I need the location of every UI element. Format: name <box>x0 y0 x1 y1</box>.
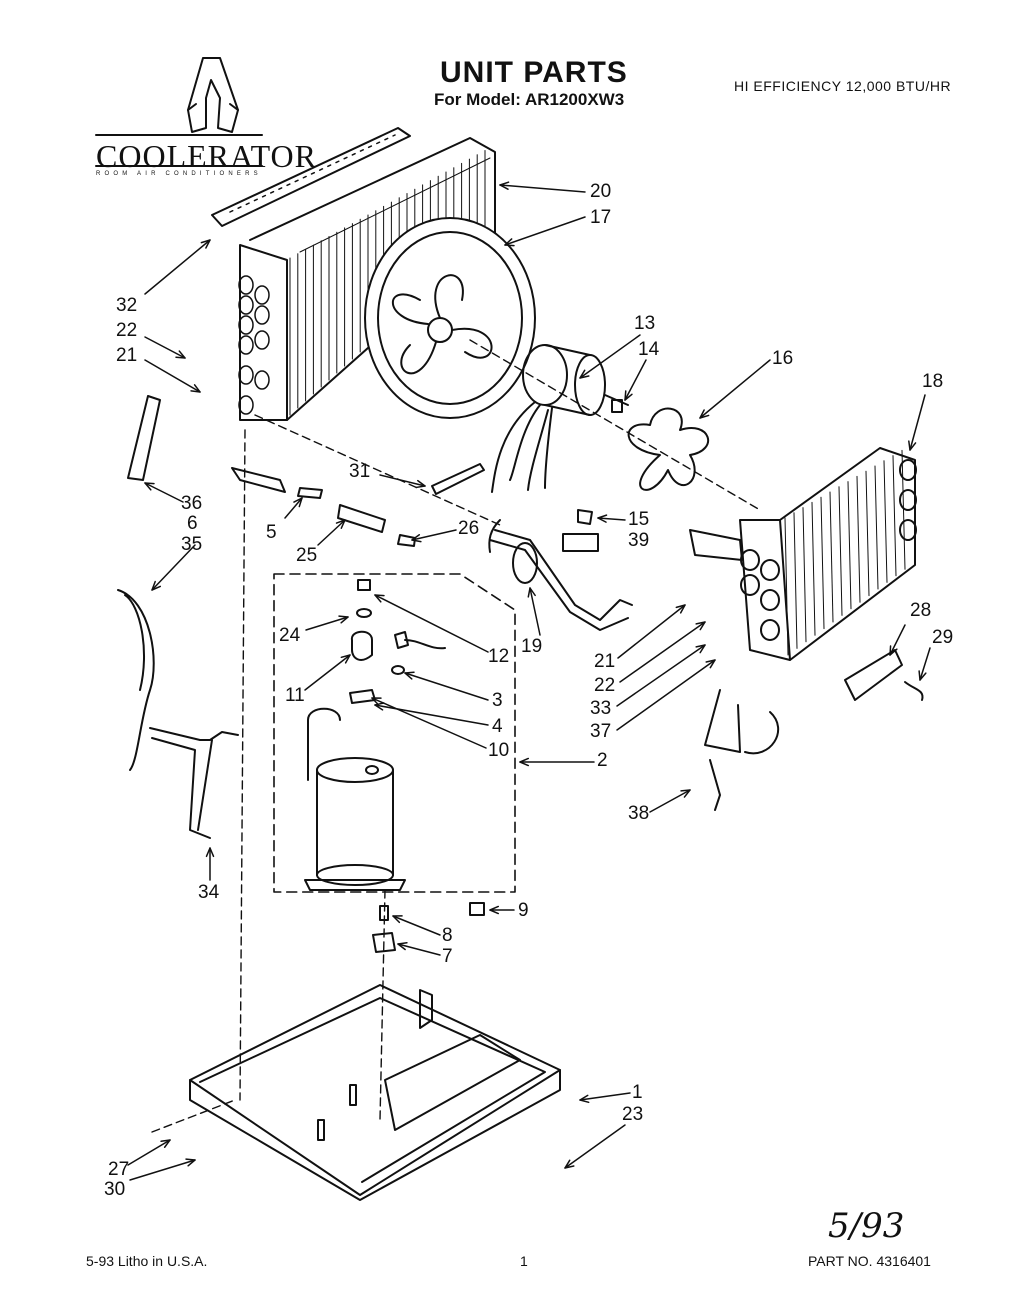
callout-23: 23 <box>622 1104 644 1125</box>
tubing-part-38 <box>704 689 780 811</box>
base-pan-part <box>189 984 561 1201</box>
callout-2: 2 <box>597 750 608 771</box>
callout-37: 37 <box>590 721 612 742</box>
callout-8: 8 <box>442 925 453 946</box>
callout-35: 35 <box>181 534 203 555</box>
callout-14: 14 <box>638 339 660 360</box>
callout-39: 39 <box>628 530 650 551</box>
callout-1: 1 <box>632 1082 643 1103</box>
shroud-part <box>364 217 536 419</box>
litho-note: 5-93 Litho in U.S.A. <box>86 1253 208 1269</box>
callout-21-lower: 21 <box>594 651 616 672</box>
callout-12: 12 <box>488 646 510 667</box>
callout-24: 24 <box>279 625 301 646</box>
page-title: UNIT PARTS <box>440 56 628 89</box>
callout-3: 3 <box>492 690 503 711</box>
callout-28: 28 <box>910 600 932 621</box>
part-number: PART NO. 4316401 <box>808 1253 931 1269</box>
model-subtitle: For Model: AR1200XW3 <box>434 90 625 109</box>
callout-20: 20 <box>590 181 612 202</box>
callout-36: 36 <box>181 493 203 514</box>
tubing-part <box>488 519 633 631</box>
fan-motor-part <box>491 344 629 493</box>
callout-19: 19 <box>521 636 543 657</box>
brand-tagline: ROOM AIR CONDITIONERS <box>96 171 262 177</box>
callout-31: 31 <box>349 461 371 482</box>
callout-33: 33 <box>590 698 612 719</box>
callout-27: 27 <box>108 1159 130 1180</box>
callout-4: 4 <box>492 716 503 737</box>
callout-22: 22 <box>116 320 138 341</box>
callout-17: 17 <box>590 207 612 228</box>
callout-5: 5 <box>266 522 277 543</box>
callout-25: 25 <box>296 545 318 566</box>
callout-32: 32 <box>116 295 138 316</box>
drain-tube-part <box>127 395 161 481</box>
callout-16: 16 <box>772 348 794 369</box>
callout-26: 26 <box>458 518 480 539</box>
callout-6: 6 <box>187 513 198 534</box>
callout-21: 21 <box>116 345 138 366</box>
compressor-assembly-box <box>273 573 516 893</box>
callout-15: 15 <box>628 509 650 530</box>
callout-11: 11 <box>285 685 305 706</box>
callout-29: 29 <box>932 627 954 648</box>
callout-10: 10 <box>488 740 510 761</box>
blower-wheel-part <box>627 407 710 491</box>
callout-13: 13 <box>634 313 656 334</box>
compressor-part <box>304 707 406 891</box>
callout-34: 34 <box>198 882 220 903</box>
callout-22-lower: 22 <box>594 675 616 696</box>
handwritten-date: 5/93 <box>828 1206 905 1246</box>
tubing-part-34 <box>149 727 239 839</box>
penguin-logo-icon <box>95 57 263 167</box>
nut-part <box>611 399 623 413</box>
wire-harness-part <box>117 589 155 771</box>
callout-7: 7 <box>442 946 453 967</box>
callout-18: 18 <box>922 371 944 392</box>
evaporator-coil-part <box>689 447 917 661</box>
callout-9: 9 <box>518 900 529 921</box>
capacity-spec: HI EFFICIENCY 12,000 BTU/HR <box>734 78 952 94</box>
callout-38: 38 <box>628 803 650 824</box>
page-number: 1 <box>520 1253 528 1269</box>
top-rail-part <box>211 127 411 227</box>
callout-30: 30 <box>104 1179 126 1200</box>
brand-wordmark: COOLERATOR <box>96 138 317 174</box>
